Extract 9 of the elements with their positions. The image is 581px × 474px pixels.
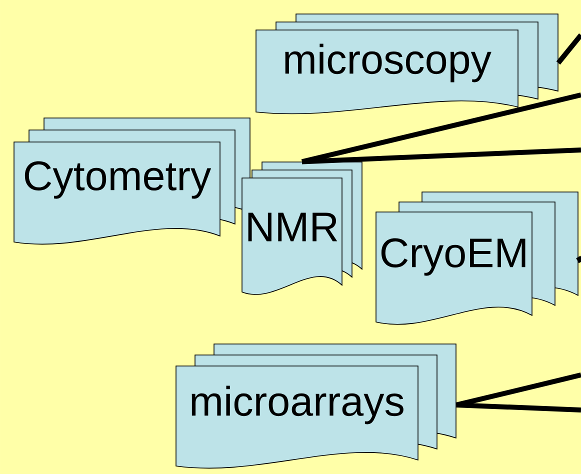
document-stack: microscopy (256, 14, 558, 114)
document-stack: CryoEM (376, 192, 578, 325)
document-stack: NMR (242, 162, 362, 295)
connector-line (576, 256, 581, 264)
connector-line (456, 402, 581, 412)
document-stack: microarrays (176, 344, 456, 468)
connector-line (456, 372, 581, 408)
connector-line (302, 148, 581, 164)
connector-line (556, 33, 581, 65)
